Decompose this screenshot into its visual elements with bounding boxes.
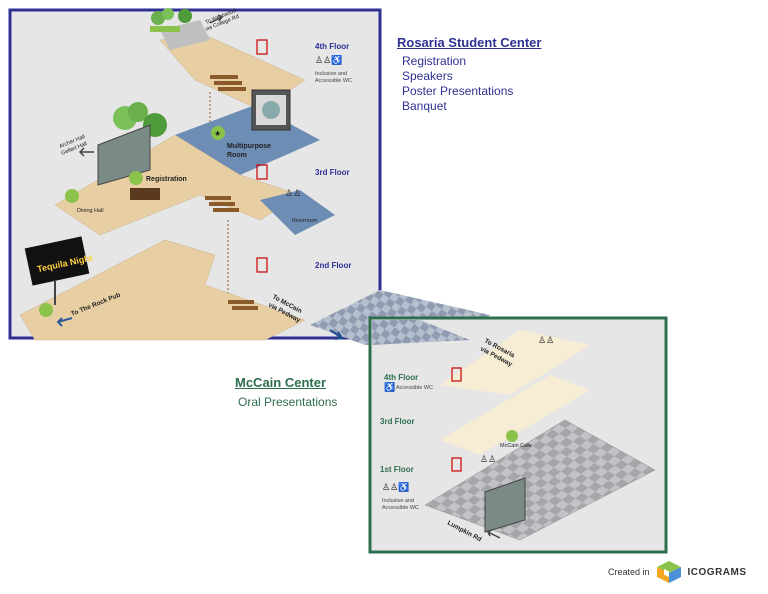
rosaria-3rd-floor-label: 3rd Floor xyxy=(315,168,350,177)
restroom-icon: ♙♙ xyxy=(480,454,496,464)
restroom-icon: ♙♙♿ xyxy=(315,54,342,65)
mccain-4th-floor-label: 4th Floor xyxy=(384,373,418,382)
wc-note-line2: Accessible WC xyxy=(315,78,352,84)
elevator-icon xyxy=(451,367,462,382)
list-item: Oral Presentations xyxy=(238,395,338,409)
credit: Created in ICOGRAMS xyxy=(608,560,747,584)
arrow-icon xyxy=(78,147,94,157)
credit-prefix: Created in xyxy=(608,567,650,577)
stairs-icon xyxy=(205,196,239,212)
restroom-icon: ♙♙♿ xyxy=(382,481,409,492)
glass-wall xyxy=(97,124,151,186)
multipurpose-label-2: Room xyxy=(227,152,247,159)
arrow-icon xyxy=(329,329,344,340)
mccain-3rd-floor-label: 3rd Floor xyxy=(380,417,415,426)
riverroom-label: Riverroom xyxy=(292,218,318,224)
icograms-logo-icon xyxy=(656,561,681,583)
rosaria-2nd-floor xyxy=(19,239,306,341)
mccain-wc-note-1: Inclusive and xyxy=(382,498,414,504)
wc-note-line1: Inclusive and xyxy=(315,71,347,77)
restroom-icon: ♙♙ xyxy=(538,335,554,345)
list-item: Banquet xyxy=(402,99,447,113)
arrow-icon xyxy=(486,529,501,539)
dining-hall-label: Dining Hall xyxy=(77,208,104,214)
cafe-marker-icon xyxy=(506,430,518,442)
list-item: Speakers xyxy=(402,69,453,83)
mccain-list: Oral Presentations xyxy=(238,395,337,410)
registration-label: Registration xyxy=(146,176,187,183)
mccain-f4-wc-note: Accessible WC xyxy=(396,385,433,391)
mccain-3rd-floor xyxy=(440,375,590,455)
elevator-icon xyxy=(256,39,268,55)
rosaria-4th-floor-label: 4th Floor xyxy=(315,42,349,51)
rosaria-2nd-floor-label: 2nd Floor xyxy=(315,261,351,270)
mccain-wc-note-2: Accessible WC xyxy=(382,505,419,511)
credit-brand: ICOGRAMS xyxy=(687,566,747,578)
mccain-cafe-label: McCain Cafe xyxy=(500,443,532,449)
mccain-title: McCain Center xyxy=(235,375,327,390)
tree-icon xyxy=(150,8,192,32)
mccain-4th-floor xyxy=(440,330,590,395)
star-marker-icon xyxy=(211,126,225,140)
registration-desk xyxy=(130,188,160,200)
stairs-icon xyxy=(228,300,258,310)
elevator-icon xyxy=(256,164,268,180)
restroom-icon: ♙♙ xyxy=(285,188,301,198)
tequila-night-sign: Tequila Night xyxy=(24,236,93,305)
pedway-overlap xyxy=(372,320,470,345)
svg-text:♙♙♿: ♙♙♿ xyxy=(315,54,342,65)
mccain-1st-floor-label: 1st Floor xyxy=(380,465,414,474)
elevator-icon xyxy=(256,257,268,273)
list-item: Poster Presentations xyxy=(402,84,514,98)
elevator-icon xyxy=(451,457,462,472)
screen-icon xyxy=(251,89,291,131)
riverroom-floor xyxy=(260,190,335,235)
entrance-doors xyxy=(484,477,526,533)
stairs-icon xyxy=(210,75,246,91)
cocktail-marker-icon xyxy=(39,303,53,317)
dining-marker-icon xyxy=(65,189,79,203)
list-item: Registration xyxy=(402,54,467,68)
arrow-icon xyxy=(56,317,73,327)
person-marker-icon xyxy=(129,171,143,185)
svg-text:♙♙: ♙♙ xyxy=(285,188,301,198)
rosaria-title: Rosaria Student Center xyxy=(397,35,542,50)
star-icon: ★ xyxy=(214,129,221,138)
tree-icon xyxy=(113,102,167,137)
arrow-icon xyxy=(209,14,224,24)
accessible-icon: ♿ xyxy=(384,381,395,392)
rosaria-list: Registration Speakers Poster Presentatio… xyxy=(402,54,513,114)
multipurpose-label-1: Multipurpose xyxy=(227,143,271,150)
